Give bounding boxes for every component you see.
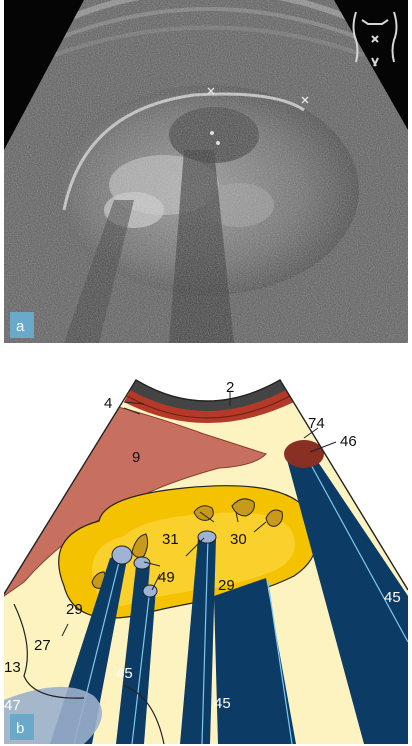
label-45-center: 45: [214, 695, 231, 712]
panel-a-letter: a: [16, 318, 25, 335]
ultrasound-panel: a: [4, 0, 408, 343]
label-4: 4: [104, 395, 112, 412]
label-30: 30: [230, 531, 247, 548]
echo-focus: [143, 585, 157, 597]
ultrasound-fan: [4, 0, 408, 343]
ultrasound-image: a: [4, 0, 408, 343]
label-9: 9: [132, 449, 140, 466]
label-13: 13: [4, 659, 21, 676]
echo-focus: [112, 546, 132, 564]
label-29-left: 29: [66, 601, 83, 618]
label-46: 46: [340, 433, 357, 450]
label-2: 2: [226, 379, 234, 396]
label-31: 31: [162, 531, 179, 548]
label-47: 47: [4, 697, 21, 714]
schematic-panel: 2 4 74 46 9 31 30 49 29 29 27 13 47 45 4…: [4, 346, 408, 744]
label-45-right: 45: [384, 589, 401, 606]
panel-b-letter: b: [16, 720, 24, 737]
label-27: 27: [34, 637, 51, 654]
vessel: [284, 440, 324, 468]
label-74: 74: [308, 415, 325, 432]
label-29-right: 29: [218, 577, 235, 594]
schematic-drawing: 2 4 74 46 9 31 30 49 29 29 27 13 47 45 4…: [4, 346, 408, 744]
label-45-left: 45: [116, 665, 133, 682]
label-49: 49: [158, 569, 175, 586]
